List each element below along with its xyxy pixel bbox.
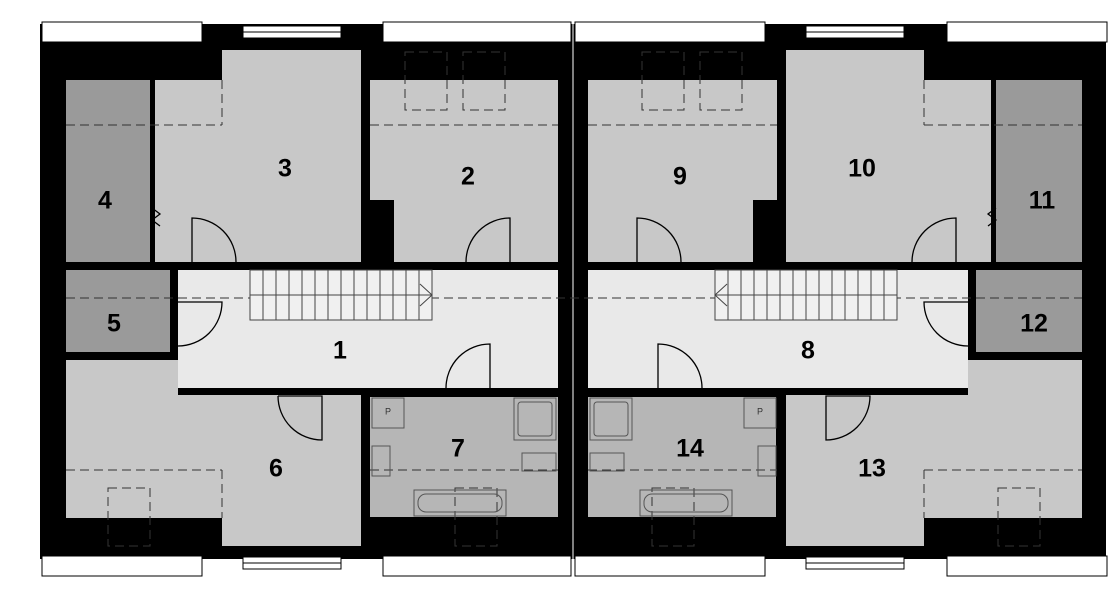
roof-slope-lines xyxy=(66,80,1082,518)
room-label-7: 7 xyxy=(451,435,465,463)
overhang-block xyxy=(574,21,766,43)
bathroom-fixtures-left: P xyxy=(371,397,557,517)
overhang-block xyxy=(574,555,766,577)
overhang-block xyxy=(382,21,572,43)
fixture-label: P xyxy=(757,406,763,416)
room-3-area xyxy=(155,50,361,262)
room-13-area xyxy=(786,360,1082,546)
room-10-area xyxy=(786,50,991,262)
room-label-8: 8 xyxy=(801,337,815,365)
room-label-3: 3 xyxy=(278,155,292,183)
overhang-block xyxy=(382,555,572,577)
window xyxy=(805,25,905,39)
staircase-left xyxy=(249,269,433,321)
room-label-12: 12 xyxy=(1020,310,1048,338)
door-swings xyxy=(150,207,998,441)
room-6-area xyxy=(66,360,361,546)
room-12-area xyxy=(976,270,1082,352)
room-5-area xyxy=(66,270,170,352)
room-label-1: 1 xyxy=(333,337,347,365)
overhang-block xyxy=(946,21,1108,43)
staircase-right xyxy=(714,269,898,321)
overhang-block xyxy=(41,555,203,577)
room-7-area xyxy=(370,397,558,517)
room-label-11: 11 xyxy=(1029,187,1056,215)
dormer-outlines xyxy=(107,51,1041,547)
room-label-2: 2 xyxy=(461,163,475,191)
room-4-area xyxy=(66,80,150,262)
room-label-6: 6 xyxy=(269,455,283,483)
room-11-area xyxy=(996,80,1082,262)
room-label-14: 14 xyxy=(676,435,704,463)
room-label-9: 9 xyxy=(673,163,687,191)
room-label-10: 10 xyxy=(848,155,876,183)
window xyxy=(242,556,342,570)
bathroom-fixtures-right: P xyxy=(589,397,777,517)
room-label-5: 5 xyxy=(107,310,121,338)
fixture-label: P xyxy=(385,406,391,416)
overhang-block xyxy=(946,555,1108,577)
window xyxy=(242,25,342,39)
room-label-13: 13 xyxy=(858,455,886,483)
overhang-block xyxy=(41,21,203,43)
room-14-area xyxy=(588,397,776,517)
room-label-4: 4 xyxy=(98,187,112,215)
window xyxy=(805,556,905,570)
